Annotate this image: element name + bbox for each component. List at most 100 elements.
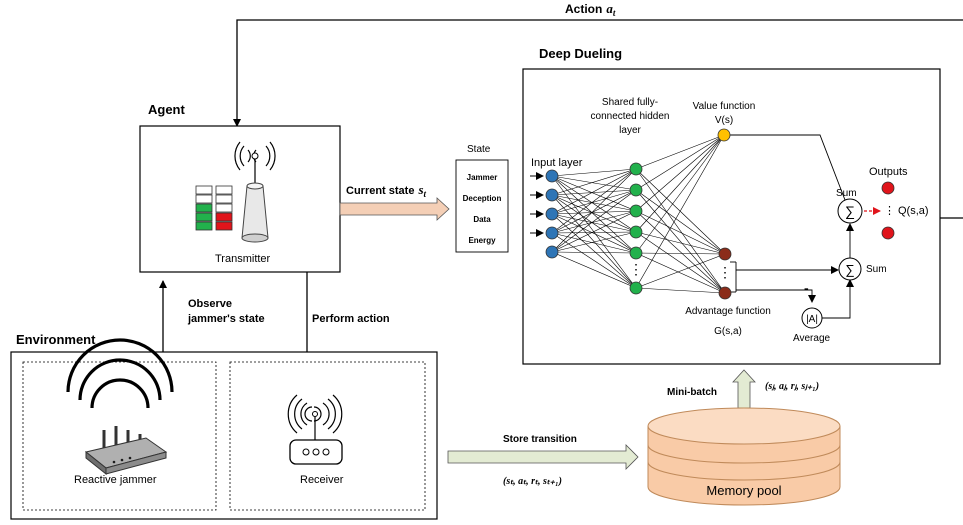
q-output-label: ⋮Q(s,a) — [884, 205, 929, 217]
network-edges — [551, 134, 726, 294]
network-edge — [635, 252, 726, 294]
store-transition-tuple: (sₜ, aₜ, rₜ, sₜ₊₁) — [503, 476, 562, 487]
agent-box — [139, 125, 341, 273]
network-edge — [635, 134, 725, 254]
network-edge — [635, 134, 725, 289]
input-arrows — [530, 172, 544, 237]
receiver-panel — [229, 361, 426, 511]
average-node — [801, 307, 823, 329]
hidden-node — [629, 281, 643, 295]
network-edge — [635, 134, 725, 233]
network-edge — [551, 213, 637, 254]
network-edge — [551, 168, 637, 234]
input-node — [545, 226, 559, 240]
network-edge — [551, 210, 637, 215]
state-box — [455, 159, 509, 253]
network-edge — [635, 168, 726, 294]
network-edge — [551, 231, 637, 253]
network-edge — [551, 194, 637, 289]
input-node — [545, 169, 559, 183]
advantage-node — [718, 286, 732, 300]
shared-hidden-label: Shared fully- — [602, 97, 658, 108]
advantage-function-label: G(s,a) — [714, 326, 742, 337]
network-edge — [635, 231, 726, 294]
network-edge — [551, 175, 637, 254]
hidden-node — [629, 162, 643, 176]
network-edge — [551, 175, 637, 212]
memory-pool-label: Memory pool — [706, 483, 781, 498]
network-edge — [551, 189, 637, 215]
observe-label-line1: Observe — [188, 298, 232, 310]
store-transition-label: Store transition — [503, 434, 577, 445]
reactive-jammer-icon — [66, 338, 174, 476]
network-edge — [551, 251, 637, 289]
hidden-ellipsis: ⋮ — [629, 261, 643, 277]
state-title: State — [467, 144, 491, 155]
sum-label-right: Sum — [866, 264, 887, 275]
state-item: Deception — [463, 194, 502, 203]
average-label: Average — [793, 333, 831, 344]
current-state-arrow — [339, 197, 450, 221]
environment-box — [10, 351, 438, 520]
input-node — [545, 207, 559, 221]
network-edge — [635, 168, 726, 255]
network-edge — [551, 168, 637, 253]
environment-title: Environment — [16, 332, 96, 347]
hidden-node — [629, 246, 643, 260]
network-edge — [635, 189, 726, 294]
minibatch-label: Mini-batch — [667, 387, 717, 398]
reactive-jammer-label: Reactive jammer — [74, 474, 157, 486]
minibatch-tuple: (sⱼ, aⱼ, rⱼ, sⱼ₊₁) — [765, 381, 819, 392]
shared-hidden-label: connected hidden — [591, 111, 670, 122]
network-edge — [551, 231, 637, 234]
network-edge — [551, 175, 637, 191]
network-edge — [635, 210, 726, 255]
network-edge — [551, 251, 637, 254]
output-node — [881, 181, 895, 195]
value-function-label: V(s) — [715, 115, 733, 126]
input-node — [545, 188, 559, 202]
network-edge — [635, 134, 725, 170]
input-node — [545, 245, 559, 259]
network-edge — [551, 189, 637, 253]
receiver-label: Receiver — [300, 474, 344, 486]
sigma-symbol: ∑ — [845, 203, 855, 219]
memory-pool — [647, 407, 841, 506]
output-node — [881, 226, 895, 240]
network-edge — [551, 189, 637, 234]
network-edge — [635, 231, 726, 255]
network-edge — [551, 175, 637, 289]
transmitter-label: Transmitter — [215, 253, 271, 265]
advantage-node — [718, 247, 732, 261]
input-layer-label: Input layer — [531, 157, 583, 169]
action-feedback-arrow — [233, 19, 963, 219]
transmitter-icon — [234, 141, 276, 243]
sum-node-advantage — [838, 257, 862, 281]
observe-label-line2: jammer's state — [187, 313, 265, 325]
shared-hidden-label: layer — [619, 125, 641, 136]
network-edge — [551, 168, 637, 177]
network-edge — [551, 194, 637, 254]
state-item: Data — [473, 215, 491, 224]
network-edge — [551, 189, 637, 196]
network-edge — [635, 252, 726, 255]
sum-label-top: Sum — [836, 188, 857, 199]
network-edge — [551, 210, 637, 253]
sum-node-q — [837, 198, 863, 224]
state-item: Energy — [468, 236, 496, 245]
minus-sign: - — [804, 280, 809, 296]
sigma-symbol: ∑ — [845, 262, 854, 277]
value-function-label: Value function — [693, 101, 756, 112]
network-edge — [635, 253, 726, 289]
network-edge — [551, 213, 637, 233]
jammer-panel — [22, 361, 217, 511]
network-edge — [635, 134, 725, 212]
network-edge — [551, 168, 637, 196]
battery-bars-icon — [195, 185, 233, 231]
perform-action-label: Perform action — [312, 313, 390, 325]
network-edge — [551, 168, 637, 215]
network-edge — [551, 175, 637, 233]
